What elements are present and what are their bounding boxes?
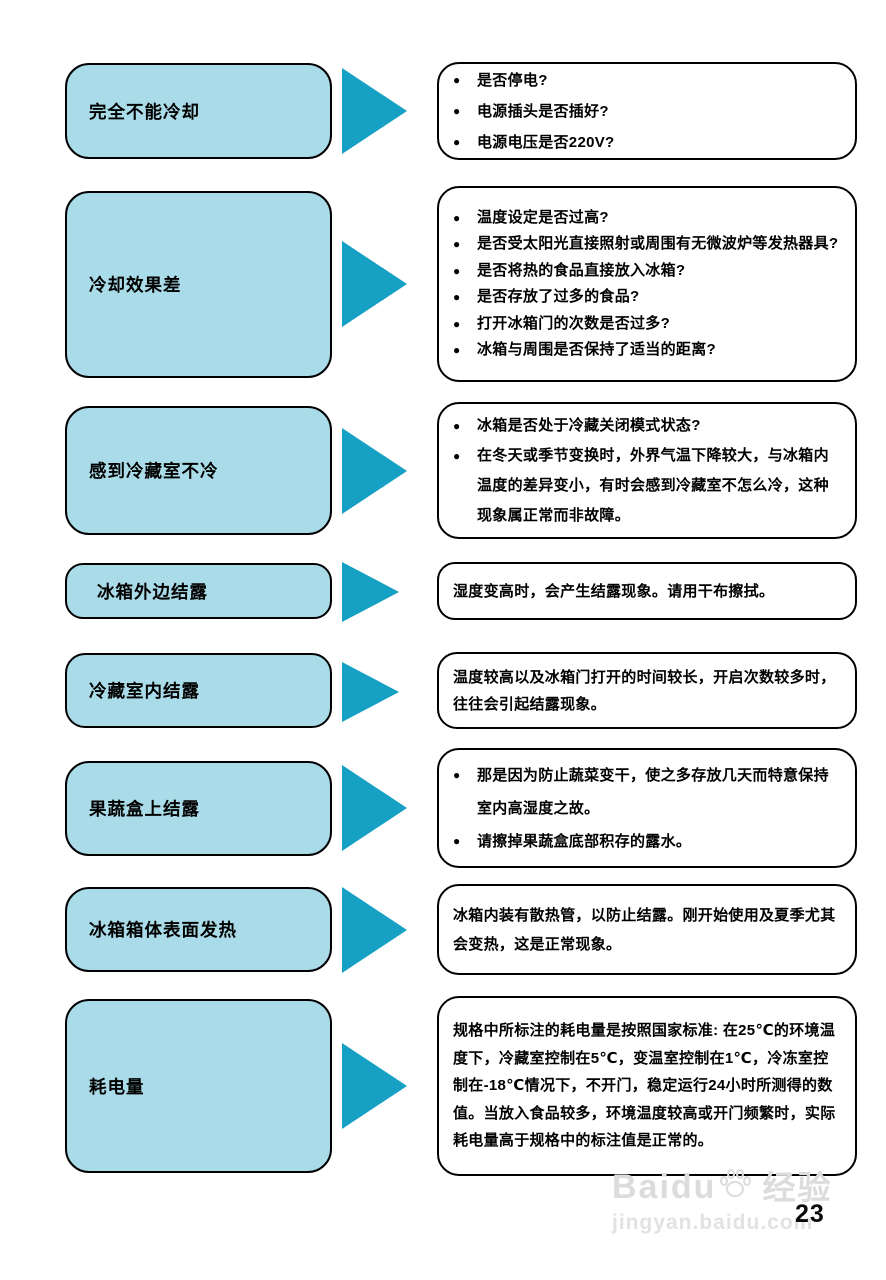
problem-label: 完全不能冷却 [89, 101, 200, 122]
answer-box: ● 是否停电? ● 电源插头是否插好? ● 电源电压是否220V? [437, 62, 857, 160]
page-number: 23 [795, 1200, 825, 1228]
answer-text: 是否停电? [477, 71, 548, 89]
answer-box: 规格中所标注的耗电量是按照国家标准: 在25℃的环境温度下，冷藏室控制在5℃，变… [437, 996, 857, 1176]
answer-text: 那是因为防止蔬菜变干，使之多存放几天而特意保持室内高湿度之故。 [477, 766, 829, 817]
answer-text: 电源电压是否220V? [477, 133, 615, 151]
problem-box: 感到冷藏室不冷 [65, 406, 332, 535]
answer-box: 湿度变高时，会产生结露现象。请用干布擦拭。 [437, 562, 857, 620]
troubleshoot-row-power-consumption: 耗电量 规格中所标注的耗电量是按照国家标准: 在25℃的环境温度下，冷藏室控制在… [65, 996, 857, 1176]
answer-item: ● 打开冰箱门的次数是否过多? [453, 311, 841, 338]
watermark-brand: Baidu [612, 1168, 717, 1206]
baidu-paw-icon [720, 1169, 752, 1197]
bullet-icon: ● [453, 210, 461, 225]
answer-item: ● 是否停电? [453, 65, 841, 96]
troubleshoot-row-no-cooling: 完全不能冷却 ● 是否停电? ● 电源插头是否插好? ● 电源电压是否220V? [65, 62, 857, 160]
arrow-right-icon [342, 765, 407, 851]
problem-box: 耗电量 [65, 999, 332, 1173]
bullet-icon: ● [453, 290, 461, 304]
answer-text: 电源插头是否插好? [477, 102, 609, 120]
answer-text: 请擦掉果蔬盒底部积存的露水。 [477, 832, 692, 850]
troubleshoot-row-poor-cooling: 冷却效果差 ● 温度设定是否过高? ● 是否受太阳光直接照射或周围有无微波炉等发热器… [65, 186, 857, 382]
answer-box: ● 冰箱是否处于冷藏关闭模式状态? ● 在冬天或季节变换时，外界气温下降较大，与冰箱… [437, 402, 857, 539]
answer-text: 是否将热的食品直接放入冰箱? [477, 261, 686, 279]
watermark-badge: 经验 [762, 1169, 833, 1206]
answer-text: 温度较高以及冰箱门打开的时间较长，开启次数较多时，往往会引起结露现象。 [453, 668, 836, 713]
troubleshoot-row-condensation-outside: 冰箱外边结露 湿度变高时，会产生结露现象。请用干布擦拭。 [65, 562, 857, 622]
bullet-icon: ● [453, 237, 461, 251]
bullet-icon: ● [453, 418, 461, 433]
answer-text: 打开冰箱门的次数是否过多? [477, 314, 671, 332]
answer-item: ● 冰箱是否处于冷藏关闭模式状态? [453, 411, 841, 441]
problem-label: 冷藏室内结露 [89, 681, 200, 701]
answer-item: ● 那是因为防止蔬菜变干，使之多存放几天而特意保持室内高湿度之故。 [453, 759, 841, 825]
answer-text: 冰箱与周围是否保持了适当的距离? [477, 341, 716, 358]
problem-label: 耗电量 [89, 1076, 145, 1097]
arrow-right-icon [342, 241, 407, 327]
answer-text: 在冬天或季节变换时，外界气温下降较大，与冰箱内温度的差异变小，有时会感到冷藏室不… [477, 446, 829, 524]
answer-box: ● 那是因为防止蔬菜变干，使之多存放几天而特意保持室内高湿度之故。 ● 请擦掉果蔬盒… [437, 748, 857, 868]
answer-item: ● 电源插头是否插好? [453, 96, 841, 127]
bullet-icon: ● [453, 263, 461, 278]
bullet-icon: ● [453, 833, 461, 848]
answer-text: 温度设定是否过高? [477, 208, 609, 226]
answer-text: 是否存放了过多的食品? [477, 288, 640, 305]
problem-box: 果蔬盒上结露 [65, 760, 332, 856]
answer-item: ● 是否将热的食品直接放入冰箱? [453, 258, 841, 285]
watermark-brand-line: Baidu 经验 [612, 1168, 832, 1204]
answer-text: 湿度变高时，会产生结露现象。请用干布擦拭。 [453, 582, 775, 600]
watermark-url: jingyan.baidu.com [612, 1211, 814, 1234]
answer-box: ● 温度设定是否过高? ● 是否受太阳光直接照射或周围有无微波炉等发热器具? ● 是否… [437, 186, 857, 382]
arrow-right-icon [342, 1043, 407, 1129]
answer-box: 冰箱内装有散热管，以防止结露。刚开始使用及夏季尤其会变热，这是正常现象。 [437, 884, 857, 975]
answer-text: 冰箱内装有散热管，以防止结露。刚开始使用及夏季尤其会变热，这是正常现象。 [453, 906, 836, 953]
answer-item: ● 是否受太阳光直接照射或周围有无微波炉等发热器具? [453, 231, 841, 258]
answer-item: ● 请擦掉果蔬盒底部积存的露水。 [453, 825, 841, 858]
bullet-icon: ● [453, 767, 461, 782]
bullet-icon: ● [453, 316, 461, 331]
problem-box: 冰箱外边结露 [65, 563, 332, 619]
answer-text: 冰箱是否处于冷藏关闭模式状态? [477, 416, 701, 434]
troubleshoot-row-condensation-crisper: 果蔬盒上结露 ● 那是因为防止蔬菜变干，使之多存放几天而特意保持室内高湿度之故。 … [65, 748, 857, 868]
answer-text: 是否受太阳光直接照射或周围有无微波炉等发热器具? [477, 235, 839, 252]
answer-item: ● 冰箱与周围是否保持了适当的距离? [453, 337, 841, 364]
bullet-icon: ● [453, 72, 461, 87]
watermark: Baidu 经验 jingyan.baidu.com [612, 1168, 832, 1233]
problem-box: 冰箱箱体表面发热 [65, 887, 332, 972]
problem-label: 冰箱箱体表面发热 [89, 920, 237, 940]
arrow-right-icon [342, 68, 407, 154]
troubleshoot-row-fridge-not-cold: 感到冷藏室不冷 ● 冰箱是否处于冷藏关闭模式状态? ● 在冬天或季节变换时，外界气温… [65, 402, 857, 539]
bullet-icon: ● [453, 448, 461, 463]
troubleshoot-row-condensation-inside: 冷藏室内结露 温度较高以及冰箱门打开的时间较长，开启次数较多时，往往会引起结露现… [65, 652, 857, 729]
problem-label: 果蔬盒上结露 [89, 798, 200, 819]
arrow-right-icon [342, 562, 399, 622]
arrow-right-icon [342, 427, 407, 514]
answer-item: ● 是否存放了过多的食品? [453, 284, 841, 311]
bullet-icon: ● [453, 103, 461, 118]
answer-item: ● 在冬天或季节变换时，外界气温下降较大，与冰箱内温度的差异变小，有时会感到冷藏室… [453, 441, 841, 531]
answer-box: 温度较高以及冰箱门打开的时间较长，开启次数较多时，往往会引起结露现象。 [437, 652, 857, 729]
problem-box: 冷藏室内结露 [65, 653, 332, 728]
problem-label: 冷却效果差 [89, 274, 182, 295]
problem-label: 感到冷藏室不冷 [89, 461, 219, 481]
troubleshoot-row-cabinet-heat: 冰箱箱体表面发热 冰箱内装有散热管，以防止结露。刚开始使用及夏季尤其会变热，这是… [65, 884, 857, 975]
problem-box: 完全不能冷却 [65, 63, 332, 159]
bullet-icon: ● [453, 134, 461, 149]
problem-box: 冷却效果差 [65, 190, 332, 378]
arrow-right-icon [342, 661, 399, 722]
answer-item: ● 温度设定是否过高? [453, 205, 841, 232]
answer-item: ● 电源电压是否220V? [453, 127, 841, 158]
bullet-icon: ● [453, 343, 461, 357]
arrow-right-icon [342, 886, 407, 973]
problem-label: 冰箱外边结露 [97, 581, 208, 602]
answer-text: 规格中所标注的耗电量是按照国家标准: 在25℃的环境温度下，冷藏室控制在5℃，变… [453, 1022, 836, 1150]
